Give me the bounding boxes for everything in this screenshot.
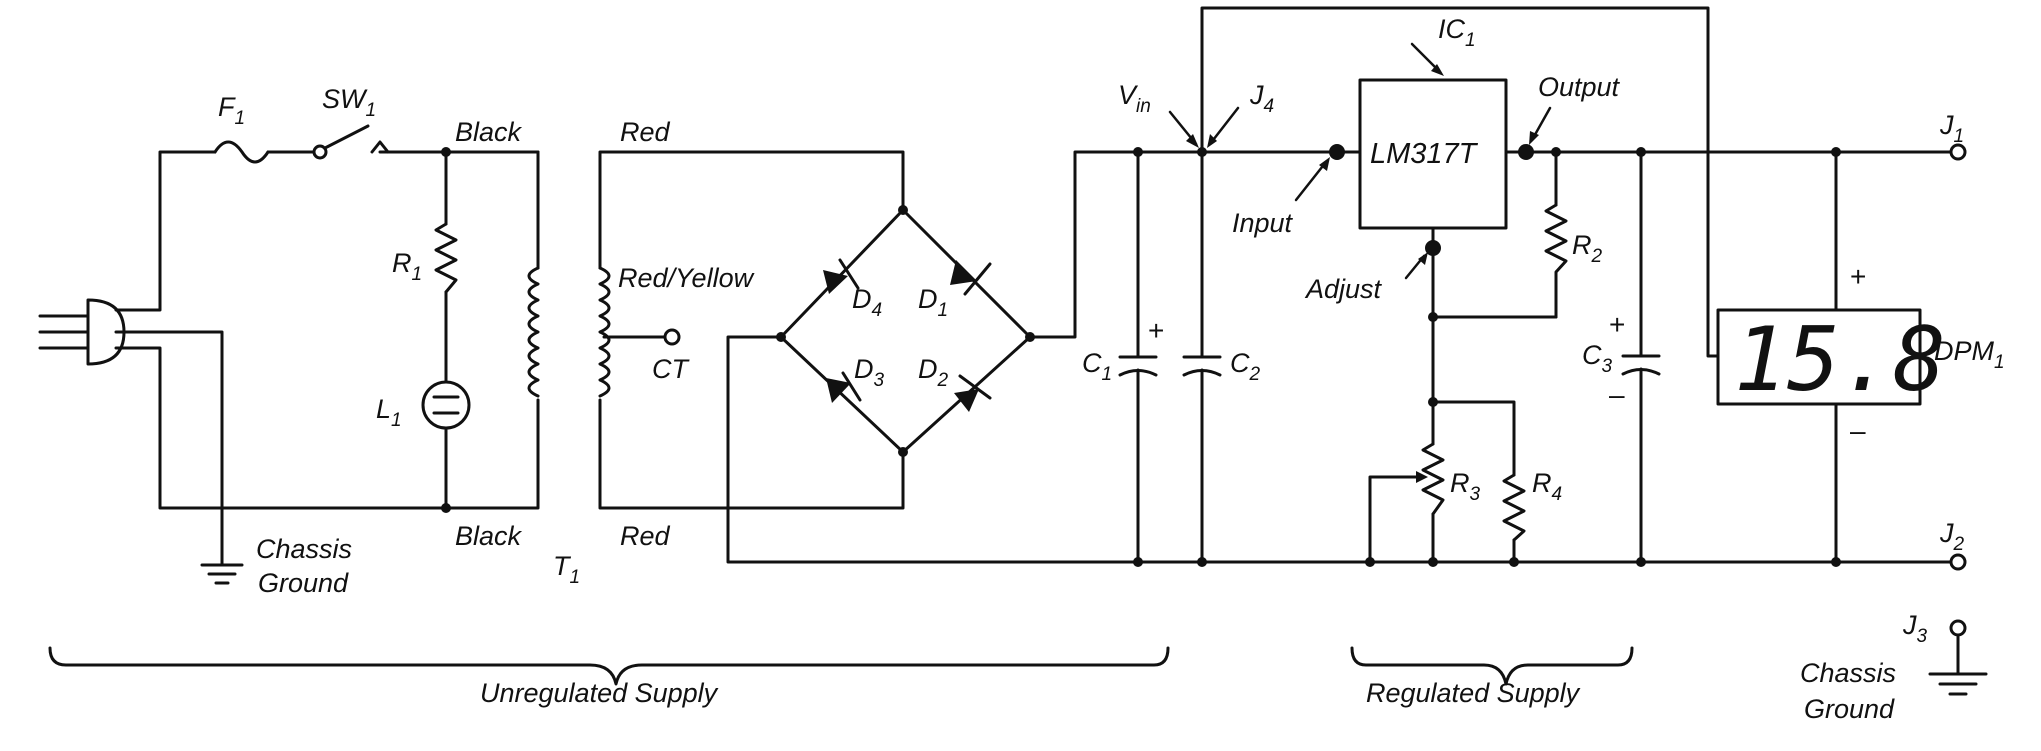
bridge-output-wiring bbox=[726, 150, 1960, 564]
top-feedback-wire bbox=[1200, 6, 1720, 358]
primary-wiring bbox=[114, 150, 540, 567]
label-lm317t: LM317T bbox=[1370, 138, 1479, 170]
label-f1: F1 bbox=[218, 92, 245, 129]
terminal-j3 bbox=[1928, 619, 1988, 696]
label-c1-plus: + bbox=[1148, 315, 1164, 346]
label-c3-minus: – bbox=[1609, 379, 1625, 410]
label-r4: R4 bbox=[1532, 468, 1562, 505]
label-j2: J2 bbox=[1939, 518, 1965, 555]
label-j3: J3 bbox=[1902, 610, 1928, 647]
dpm-readout: 15.8 bbox=[1734, 308, 1946, 411]
diode-d3 bbox=[826, 371, 862, 403]
label-pointer-arrows bbox=[1168, 42, 1552, 280]
capacitor-c3 bbox=[1621, 150, 1661, 564]
regulated-supply-brace bbox=[1350, 646, 1634, 686]
label-ground-left: Ground bbox=[258, 568, 349, 598]
capacitor-c1 bbox=[1118, 150, 1158, 564]
transformer-secondary bbox=[598, 266, 611, 398]
label-black-bottom: Black bbox=[455, 521, 523, 551]
label-red-bottom: Red bbox=[620, 521, 671, 551]
resistor-r1 bbox=[434, 222, 458, 294]
ac-plug bbox=[38, 298, 126, 366]
label-black-top: Black bbox=[455, 117, 523, 147]
label-dpm1: DPM1 bbox=[1934, 336, 2005, 373]
label-sw1: SW1 bbox=[322, 84, 376, 121]
label-c3-plus: + bbox=[1609, 309, 1625, 340]
diode-d1 bbox=[950, 260, 992, 296]
unregulated-supply-brace bbox=[48, 646, 1170, 686]
label-r3: R3 bbox=[1450, 468, 1481, 505]
chassis-ground-symbol-left bbox=[200, 563, 244, 585]
secondary-wiring bbox=[598, 150, 905, 510]
label-chassis-left: Chassis bbox=[256, 534, 352, 564]
terminal-j1 bbox=[1949, 143, 1967, 161]
label-output: Output bbox=[1538, 72, 1621, 102]
label-ct: CT bbox=[652, 354, 690, 384]
label-vin: Vin bbox=[1118, 80, 1151, 117]
label-c3: C3 bbox=[1582, 340, 1613, 377]
transformer-primary bbox=[527, 266, 540, 398]
label-d2: D2 bbox=[918, 354, 949, 391]
capacitor-c2 bbox=[1182, 150, 1222, 564]
label-dpm-minus: – bbox=[1850, 415, 1866, 446]
label-ic1: IC1 bbox=[1438, 14, 1476, 51]
bridge-rectifier bbox=[776, 205, 1035, 457]
diode-d4 bbox=[823, 258, 860, 294]
label-d4: D4 bbox=[852, 284, 882, 321]
label-j1: J1 bbox=[1939, 110, 1964, 147]
resistor-r2 bbox=[1544, 203, 1568, 280]
label-r1: R1 bbox=[392, 248, 422, 285]
diode-d2 bbox=[954, 374, 992, 412]
label-red-yellow: Red/Yellow bbox=[618, 263, 755, 293]
fuse-f1 bbox=[213, 140, 270, 164]
resistor-r4 bbox=[1502, 473, 1526, 542]
label-dpm-plus: + bbox=[1850, 261, 1866, 292]
label-d1: D1 bbox=[918, 284, 948, 321]
label-chassis-right: Chassis bbox=[1800, 658, 1896, 688]
label-j4: J4 bbox=[1249, 80, 1274, 117]
label-d3: D3 bbox=[854, 354, 885, 391]
neon-lamp-l1 bbox=[421, 380, 471, 430]
label-c2: C2 bbox=[1230, 348, 1261, 385]
output-wiring bbox=[1368, 150, 1960, 564]
terminal-j2 bbox=[1949, 553, 1967, 571]
label-l1: L1 bbox=[376, 394, 402, 431]
label-unregulated-supply: Unregulated Supply bbox=[480, 678, 719, 708]
label-adjust: Adjust bbox=[1304, 274, 1383, 304]
switch-sw1 bbox=[312, 124, 390, 160]
label-ground-right: Ground bbox=[1804, 694, 1895, 724]
digital-panel-meter bbox=[1716, 150, 1922, 564]
junction-dots bbox=[441, 144, 1841, 567]
label-input: Input bbox=[1232, 208, 1294, 238]
label-red-top: Red bbox=[620, 117, 671, 147]
label-regulated-supply: Regulated Supply bbox=[1366, 678, 1581, 708]
potentiometer-r3 bbox=[1416, 442, 1445, 516]
label-c1: C1 bbox=[1082, 348, 1112, 385]
label-r2: R2 bbox=[1572, 230, 1603, 267]
label-t1: T1 bbox=[553, 551, 580, 588]
